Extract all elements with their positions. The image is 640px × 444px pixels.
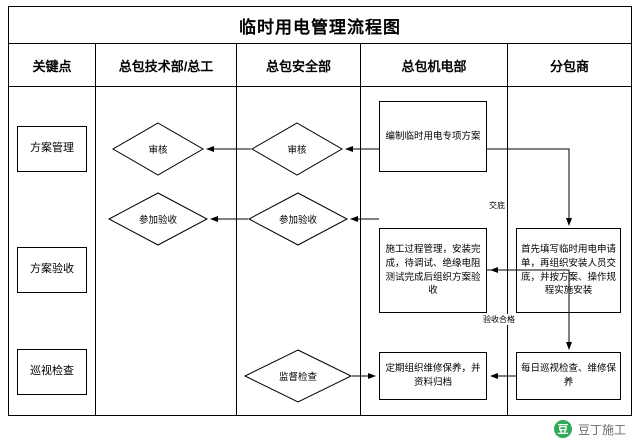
column-divider-2	[236, 43, 237, 416]
node-accept-tech: 参加验收	[107, 192, 209, 246]
diagram-frame	[8, 6, 632, 416]
node-daily-patrol: 每日巡视检查、维修保养	[516, 352, 621, 400]
column-header-mep-dept: 总包机电部	[401, 58, 467, 74]
key-point-plan-acceptance: 方案验收	[17, 247, 87, 293]
watermark: 豆 豆丁施工	[553, 420, 626, 438]
divider-title	[9, 43, 631, 44]
node-accept-safety-label: 参加验收	[278, 215, 317, 226]
arrow-label-disclosure: 交底	[487, 200, 507, 211]
node-review-safety: 审核	[251, 122, 343, 176]
watermark-text: 豆丁施工	[577, 422, 626, 437]
node-review-tech: 审核	[112, 122, 204, 176]
node-accept-safety: 参加验收	[247, 192, 349, 246]
column-divider-3	[360, 43, 361, 416]
column-divider-1	[95, 43, 96, 416]
node-plan-preparation: 编制临时用电专项方案	[379, 101, 487, 172]
column-header-safety-dept: 总包安全部	[265, 58, 331, 74]
node-periodic-maintenance: 定期组织维修保养，并资料归档	[379, 352, 487, 400]
key-point-plan-management: 方案管理	[17, 126, 87, 172]
footer-bar	[0, 416, 640, 444]
arrow-label-acceptance-pass: 验收合格	[481, 314, 517, 325]
divider-header	[9, 86, 631, 87]
column-divider-4	[507, 43, 508, 416]
node-subcontractor-application: 首先填写临时用电申请单，再组织安装人员交底，并按方案、操作规程实施安装	[516, 228, 621, 313]
node-review-tech-label: 审核	[148, 145, 168, 156]
node-supervise-check-label: 监督检查	[278, 372, 317, 383]
page-title: 临时用电管理流程图	[239, 17, 401, 37]
node-review-safety-label: 审核	[287, 145, 307, 156]
node-accept-tech-label: 参加验收	[138, 215, 177, 226]
column-header-key-points: 关键点	[32, 58, 72, 74]
watermark-logo-icon: 豆	[553, 420, 572, 438]
column-header-tech-dept: 总包技术部/总工	[118, 58, 214, 74]
node-construction-management: 施工过程管理，安装完成，待调试、绝缘电阻测试完成后组织方案验收	[379, 228, 487, 313]
key-point-patrol-inspection: 巡视检查	[17, 349, 87, 395]
node-supervise-check: 监督检查	[243, 349, 353, 403]
column-header-subcontractor: 分包商	[549, 58, 589, 74]
